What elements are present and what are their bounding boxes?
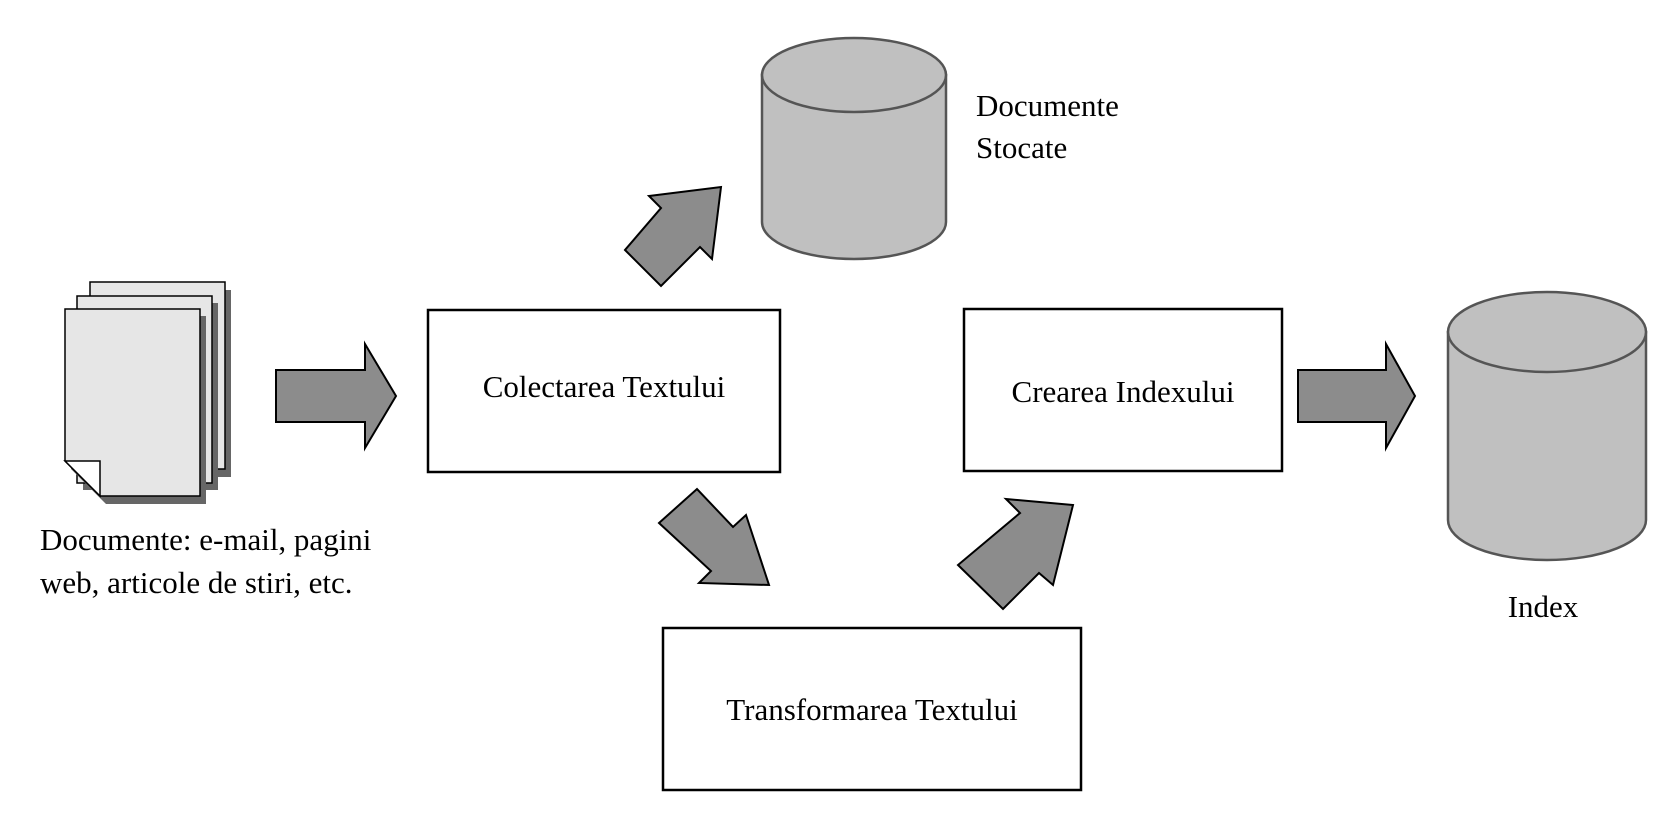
arrow-index-creation-to-index	[1297, 340, 1417, 452]
collect-text-label: Colectarea Textului	[483, 369, 726, 404]
source-documents-label-line1: Documente: e-mail, pagini	[40, 522, 372, 557]
source-documents-label-line2: web, articole de stiri, etc.	[40, 565, 352, 600]
transform-text-label: Transformarea Textului	[726, 692, 1018, 727]
stored-documents-label-line2: Stocate	[976, 130, 1067, 165]
arrow-collect-to-transform	[657, 487, 771, 587]
arrow-documents-to-collect	[275, 340, 398, 452]
index-label: Index	[1508, 589, 1579, 624]
stored-documents-label-line1: Documente	[976, 88, 1119, 123]
document-stack-icon	[63, 281, 231, 504]
transform-text-box	[661, 626, 1083, 792]
arrow-collect-to-stored-documents	[623, 185, 723, 288]
index-cylinder-icon	[1446, 290, 1648, 562]
collect-text-box	[426, 308, 782, 474]
create-index-box	[962, 307, 1284, 473]
stored-documents-cylinder-icon	[760, 36, 948, 261]
create-index-label: Crearea Indexului	[1012, 374, 1235, 409]
arrow-transform-to-index-creation	[956, 497, 1075, 611]
